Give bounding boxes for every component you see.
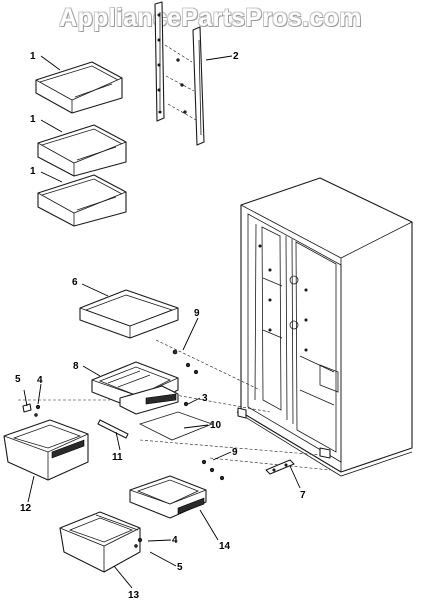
glass-shelf[interactable] — [79, 289, 179, 339]
callout-14: 14 — [219, 541, 231, 552]
door-shelf-middle[interactable] — [37, 124, 127, 177]
meat-drawer[interactable] — [59, 511, 141, 573]
shelf-ladder-left[interactable] — [154, 1, 165, 122]
callout-5b: 5 — [177, 562, 183, 573]
mounting-screws — [172, 349, 225, 481]
refrigerator-cabinet[interactable] — [236, 177, 413, 477]
callout-6: 6 — [72, 277, 78, 288]
crisper-glass-insert[interactable] — [138, 411, 214, 441]
callout-9a: 9 — [194, 308, 200, 319]
callout-1b: 1 — [30, 114, 36, 125]
callout-12: 12 — [20, 503, 32, 514]
callout-4a: 4 — [37, 375, 43, 386]
callout-labels: 1 1 1 2 3 4 4 5 5 6 7 8 9 9 10 11 12 13 … — [15, 51, 306, 600]
drawer-clip-right — [134, 537, 143, 548]
callout-8: 8 — [73, 361, 79, 372]
shelf-ladder-right[interactable] — [192, 26, 205, 146]
crisper-drawer-left[interactable] — [3, 419, 89, 481]
door-shelf-bottom[interactable] — [37, 174, 127, 227]
callout-11: 11 — [112, 452, 123, 463]
leader-lines — [23, 55, 301, 589]
callout-1a: 1 — [30, 51, 36, 62]
door-shelf-top[interactable] — [35, 61, 123, 114]
drawer-slide[interactable] — [97, 419, 129, 439]
ladder-screws — [164, 44, 197, 121]
callout-13: 13 — [128, 590, 140, 600]
drawer-clip-left — [22, 403, 41, 417]
meat-pan-cover[interactable] — [129, 475, 207, 519]
callout-4b: 4 — [172, 535, 178, 546]
callout-3: 3 — [202, 393, 208, 404]
callout-9b: 9 — [232, 447, 238, 458]
callout-2: 2 — [233, 51, 239, 62]
callout-5a: 5 — [15, 374, 21, 385]
drawer-bracket[interactable] — [265, 459, 295, 475]
crisper-cover-support[interactable] — [119, 385, 179, 415]
callout-7: 7 — [300, 490, 306, 501]
callout-10: 10 — [210, 420, 222, 431]
callout-1c: 1 — [30, 166, 36, 177]
